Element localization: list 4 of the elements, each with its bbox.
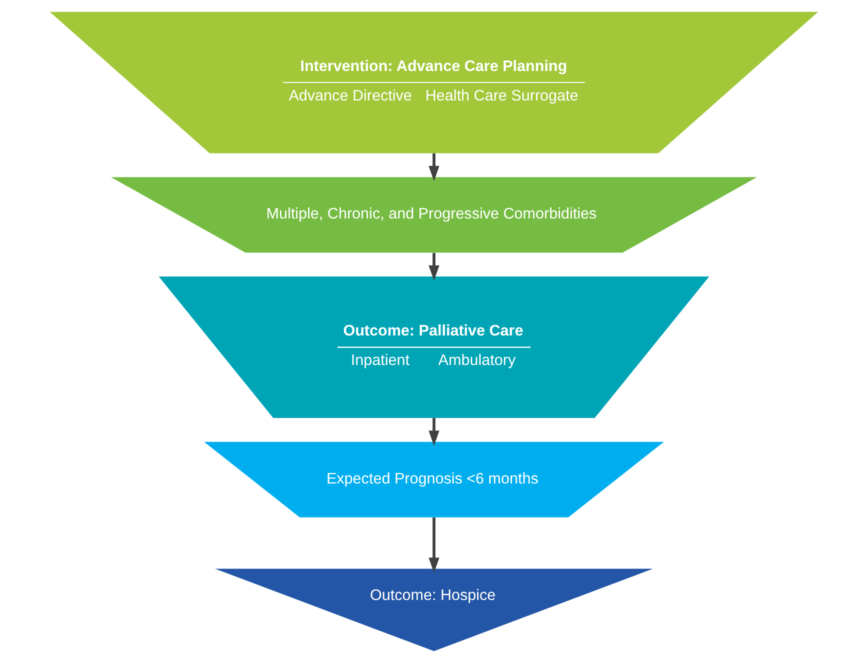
arrow bbox=[428, 252, 439, 281]
arrow bbox=[428, 418, 439, 446]
arrow bbox=[428, 153, 439, 182]
arrow bbox=[428, 518, 439, 573]
